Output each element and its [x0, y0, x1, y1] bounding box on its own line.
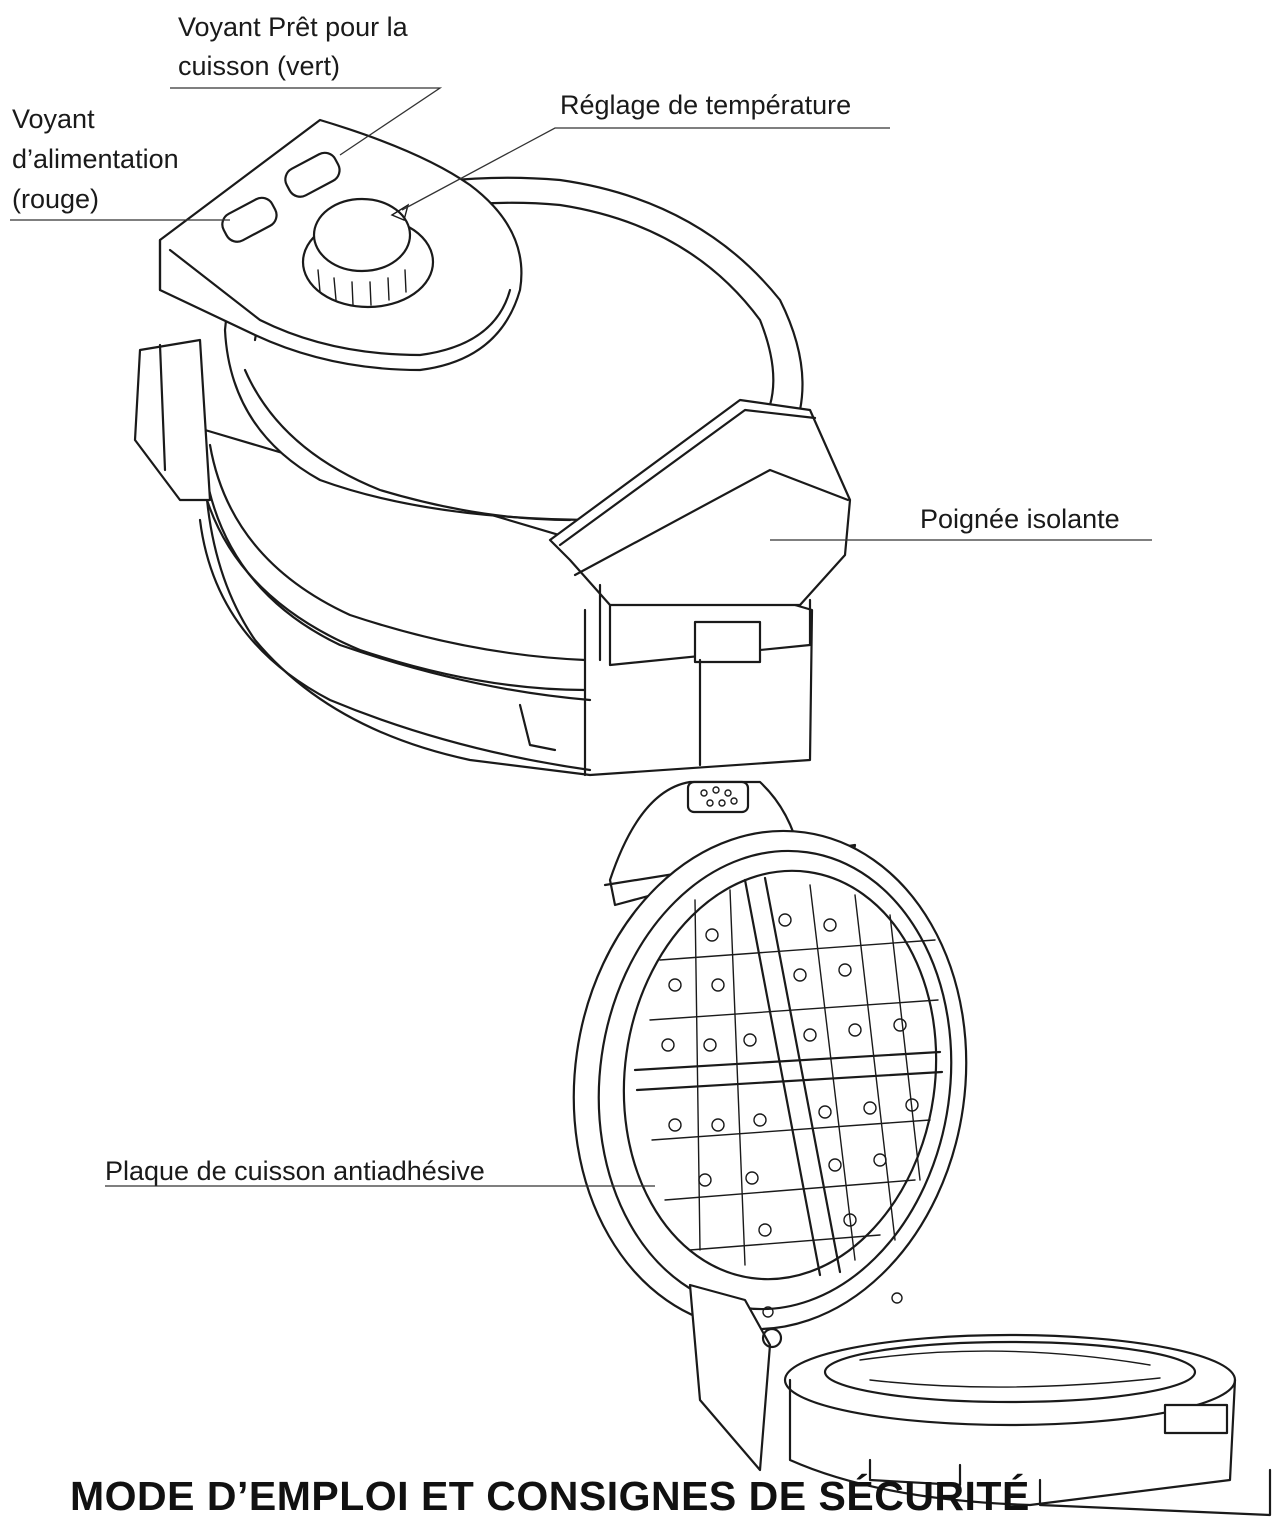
- plate-label: Plaque de cuisson antiadhésive: [105, 1156, 485, 1186]
- ready-light-label-line1: Voyant Prêt pour la: [178, 12, 409, 42]
- lower-plate-dimples: [859, 1350, 1161, 1388]
- ready-light-label-line2: cuisson (vert): [178, 51, 340, 81]
- waffle-grid: [649, 884, 939, 1266]
- power-light-label-line3: (rouge): [12, 184, 99, 214]
- temperature-label: Réglage de température: [560, 90, 851, 120]
- handle-label: Poignée isolante: [920, 504, 1120, 534]
- power-light-label-line2: d’alimentation: [12, 144, 179, 174]
- closed-waffle-maker: [133, 118, 852, 777]
- page-title: MODE D’EMPLOI ET CONSIGNES DE SÉCURITÉ: [70, 1473, 1030, 1519]
- vent-dots: [700, 786, 738, 807]
- power-light-label-line1: Voyant: [12, 104, 95, 134]
- temperature-leader: [401, 127, 890, 211]
- ready-light-leader: [170, 87, 443, 156]
- cell-dimples: [661, 913, 919, 1237]
- open-waffle-maker: [572, 780, 1272, 1517]
- leader-lines-top: [10, 87, 1152, 541]
